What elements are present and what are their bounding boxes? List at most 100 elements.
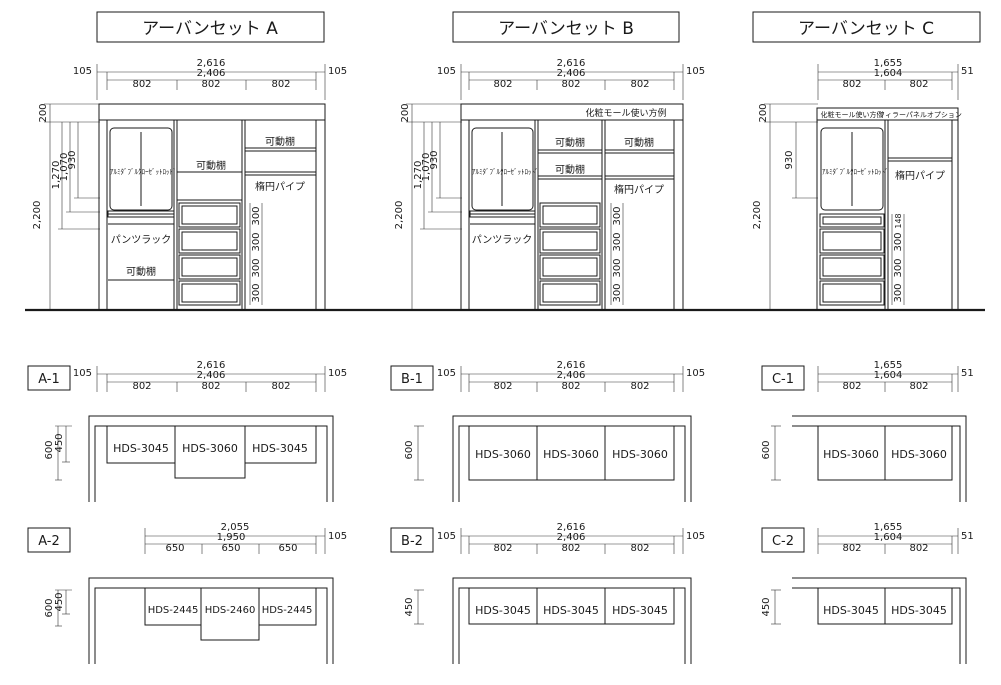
elev-a-rod-label: ｱﾙﾐﾀﾞﾌﾞﾙｸﾛｰｾﾞｯﾄﾛｯﾄﾞ <box>110 168 177 176</box>
elev-a-side-right: 105 <box>328 66 347 77</box>
plan-a2-unit: HDS-2460 <box>205 605 256 616</box>
plan-b2: B-2 2,616 2,406 105 105 802 802 802 450 <box>390 522 705 664</box>
plan-a1-dims: 2,616 2,406 105 105 802 802 802 <box>73 360 347 392</box>
elev-b-rod-label: ｱﾙﾐﾀﾞﾌﾞﾙｸﾛｰｾﾞｯﾄﾛｯﾄﾞ <box>472 168 539 176</box>
elev-b-seg: 802 <box>493 79 512 90</box>
plan-c1-dims: 1,655 1,604 51 802 802 <box>817 360 974 392</box>
elev-c-seg: 802 <box>909 79 928 90</box>
elev-b-vdim-total: 2,200 <box>394 201 405 230</box>
plan-a2-unit: HDS-2445 <box>148 605 199 616</box>
elevation-b-vdims: 200 1,270 1,070 930 2,200 <box>394 103 462 310</box>
elev-b-drawer-dim: 300 <box>612 283 623 302</box>
elev-a-vdim-top: 200 <box>38 103 49 122</box>
elev-a-seg: 802 <box>132 79 151 90</box>
plan-a1-seg: 802 <box>201 381 220 392</box>
elev-a-vdim-total: 2,200 <box>32 201 43 230</box>
plan-b1-unit: HDS-3060 <box>475 448 531 461</box>
plan-a1-depth: 600 <box>44 440 55 459</box>
plan-c2-inner: 1,604 <box>874 532 903 543</box>
plan-b2-seg: 802 <box>493 543 512 554</box>
title-a: アーバンセット A <box>96 11 325 43</box>
elev-b-moulding-label: 化粧モール使い方例 <box>585 107 666 119</box>
plan-b1: B-1 2,616 2,406 105 105 802 802 802 600 <box>390 360 705 502</box>
plan-c1-total: 1,655 <box>874 360 903 371</box>
elev-c-drawer-dim: 300 <box>893 258 904 277</box>
plan-a2-depth-dims: 600 450 <box>44 589 72 627</box>
plan-a2-dims: 2,055 1,950 105 650 650 650 <box>144 522 347 554</box>
plan-c2-seg: 802 <box>909 543 928 554</box>
title-a-text: アーバンセット A <box>142 19 278 39</box>
plan-a1-unit: HDS-3045 <box>252 442 308 455</box>
plan-c2: C-2 1,655 1,604 51 802 802 450 HDS-3045 … <box>761 522 974 664</box>
plan-b1-total: 2,616 <box>557 360 586 371</box>
title-b: アーバンセット B <box>452 11 680 43</box>
elevation-b: 2,616 2,406 105 105 802 802 802 200 1,27… <box>394 58 705 311</box>
plan-c1-unit: HDS-3060 <box>891 448 947 461</box>
elev-c-vdim-top: 200 <box>758 103 769 122</box>
plan-b2-label: B-2 <box>401 534 423 549</box>
plan-a2-seg: 650 <box>221 543 240 554</box>
plan-b2-depth: 450 <box>404 597 415 616</box>
plan-b1-unit: HDS-3060 <box>612 448 668 461</box>
elev-b-drawer-dim: 300 <box>612 232 623 251</box>
elev-b-side-right: 105 <box>686 66 705 77</box>
plan-c2-total: 1,655 <box>874 522 903 533</box>
elev-a-side-left: 105 <box>73 66 92 77</box>
plan-a2-depth: 600 <box>44 598 55 617</box>
elev-a-drawer-dim: 300 <box>251 283 262 302</box>
plan-a1-wall <box>88 415 334 502</box>
plan-a2-seg: 650 <box>278 543 297 554</box>
elev-b-col3-shelf-label: 可動棚 <box>624 136 654 149</box>
plan-b1-depth-dims: 600 <box>404 425 424 481</box>
elev-b-seg: 802 <box>561 79 580 90</box>
plan-b2-wall <box>452 577 692 664</box>
elev-a-vdim-h1: 1,270 <box>51 161 62 190</box>
title-c-text: アーバンセット C <box>798 19 934 39</box>
elev-b-side-left: 105 <box>437 66 456 77</box>
plan-a1-inner: 2,406 <box>197 370 226 381</box>
plan-a1-total: 2,616 <box>197 360 226 371</box>
plan-c2-seg: 802 <box>842 543 861 554</box>
elevation-a-vdims: 200 1,270 1,070 930 2,200 <box>32 103 100 310</box>
plan-c1-inner: 1,604 <box>874 370 903 381</box>
plan-a2-inner: 1,950 <box>217 532 246 543</box>
elevation-c-vdims: 200 930 2,200 <box>752 103 818 310</box>
plan-a2-seg: 650 <box>165 543 184 554</box>
plan-c1-seg: 802 <box>909 381 928 392</box>
elev-b-col2-shelf-a: 可動棚 <box>555 136 585 149</box>
elev-c-filler-label: フィラーパネルオプション <box>878 111 962 119</box>
elev-b-vdim-h2: 1,070 <box>421 153 432 182</box>
plan-b2-unit: HDS-3045 <box>475 604 531 617</box>
elevation-c: 1,655 1,604 51 802 802 200 930 2,200 化粧モ… <box>752 58 974 311</box>
elevation-b-cabinet: 化粧モール使い方例 ｱﾙﾐﾀﾞﾌﾞﾙｸﾛｰｾﾞｯﾄﾛｯﾄﾞ パンツラック 可動棚… <box>460 103 684 311</box>
elev-a-seg: 802 <box>271 79 290 90</box>
elevation-a-dims: 2,616 2,406 105 105 802 802 802 <box>73 58 347 100</box>
elev-a-seg: 802 <box>201 79 220 90</box>
plan-a1-seg: 802 <box>132 381 151 392</box>
plan-a1-side-right: 105 <box>328 368 347 379</box>
plan-b1-dims: 2,616 2,406 105 105 802 802 802 <box>437 360 705 392</box>
plan-a1-unit: HDS-3060 <box>182 442 238 455</box>
plan-b1-side-left: 105 <box>437 368 456 379</box>
plan-c2-side-right: 51 <box>961 531 974 542</box>
plan-a1-label: A-1 <box>38 372 60 387</box>
elev-c-seg: 802 <box>842 79 861 90</box>
plan-b2-side-right: 105 <box>686 531 705 542</box>
elevation-a: 2,616 2,406 105 105 802 802 802 200 1,27… <box>32 58 347 311</box>
plan-c2-unit: HDS-3045 <box>891 604 947 617</box>
plan-a2-unit: HDS-2445 <box>262 605 313 616</box>
elev-c-inner: 1,604 <box>874 68 903 79</box>
plan-c1-unit: HDS-3060 <box>823 448 879 461</box>
elev-b-drawer-dim: 300 <box>612 206 623 225</box>
elev-a-col2-shelf-label: 可動棚 <box>196 159 226 172</box>
plan-a2: A-2 2,055 1,950 105 650 650 650 600 450 <box>27 522 347 664</box>
plan-a2-outline <box>144 588 317 641</box>
elev-a-col3-shelf-label: 可動棚 <box>265 135 295 148</box>
elev-b-vdim-h3: 930 <box>429 150 440 169</box>
title-b-text: アーバンセット B <box>498 19 634 39</box>
elev-a-drawer-dim: 300 <box>251 206 262 225</box>
plan-b2-seg: 802 <box>630 543 649 554</box>
plan-a1-depth: 450 <box>54 433 65 452</box>
elev-b-seg: 802 <box>630 79 649 90</box>
